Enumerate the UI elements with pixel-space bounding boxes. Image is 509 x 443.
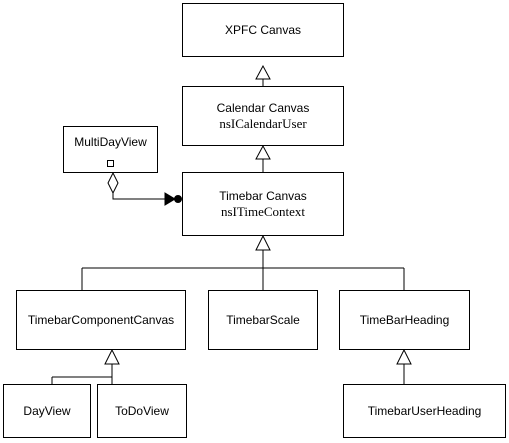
inheritance-arrow-icon	[255, 234, 271, 251]
package-icon	[107, 160, 114, 167]
class-name: Timebar Canvas	[219, 189, 307, 203]
class-todo-view: ToDoView	[97, 384, 187, 438]
class-name: DayView	[23, 403, 71, 418]
class-timebar-scale: TimebarScale	[208, 290, 318, 350]
navigation-arrow-icon	[164, 192, 176, 206]
inheritance-arrow-icon	[104, 348, 120, 365]
association-end-dot-icon	[174, 195, 182, 203]
class-day-view: DayView	[3, 384, 91, 438]
class-name: Calendar Canvas	[216, 101, 310, 115]
class-name: TimebarUserHeading	[367, 403, 482, 418]
class-timebar-heading: TimeBarHeading	[339, 290, 470, 350]
class-name: TimebarScale	[226, 312, 300, 327]
inheritance-arrow-icon	[255, 64, 271, 80]
class-calendar-canvas: Calendar Canvas nsICalendarUser	[182, 86, 344, 146]
inheritance-arrow-icon	[396, 348, 412, 365]
class-timebar-user-heading: TimebarUserHeading	[343, 384, 506, 438]
class-interface: nsITimeContext	[220, 204, 306, 219]
class-timebar-component-canvas: TimebarComponentCanvas	[16, 290, 186, 350]
class-name: MultiDayView	[74, 135, 147, 149]
class-name: TimeBarHeading	[359, 312, 450, 327]
class-name: ToDoView	[115, 403, 169, 418]
aggregation-diamond-icon	[107, 171, 119, 195]
class-multi-day-view: MultiDayView	[63, 126, 158, 173]
class-name: XPFC Canvas	[224, 22, 302, 37]
edge-multidayview-aggregation	[112, 193, 172, 200]
class-name: TimebarComponentCanvas	[27, 312, 175, 327]
inheritance-arrow-icon	[255, 144, 271, 160]
class-interface: nsICalendarUser	[219, 116, 307, 131]
class-timebar-canvas: Timebar Canvas nsITimeContext	[182, 172, 344, 236]
class-xpfc-canvas: XPFC Canvas	[182, 3, 344, 57]
